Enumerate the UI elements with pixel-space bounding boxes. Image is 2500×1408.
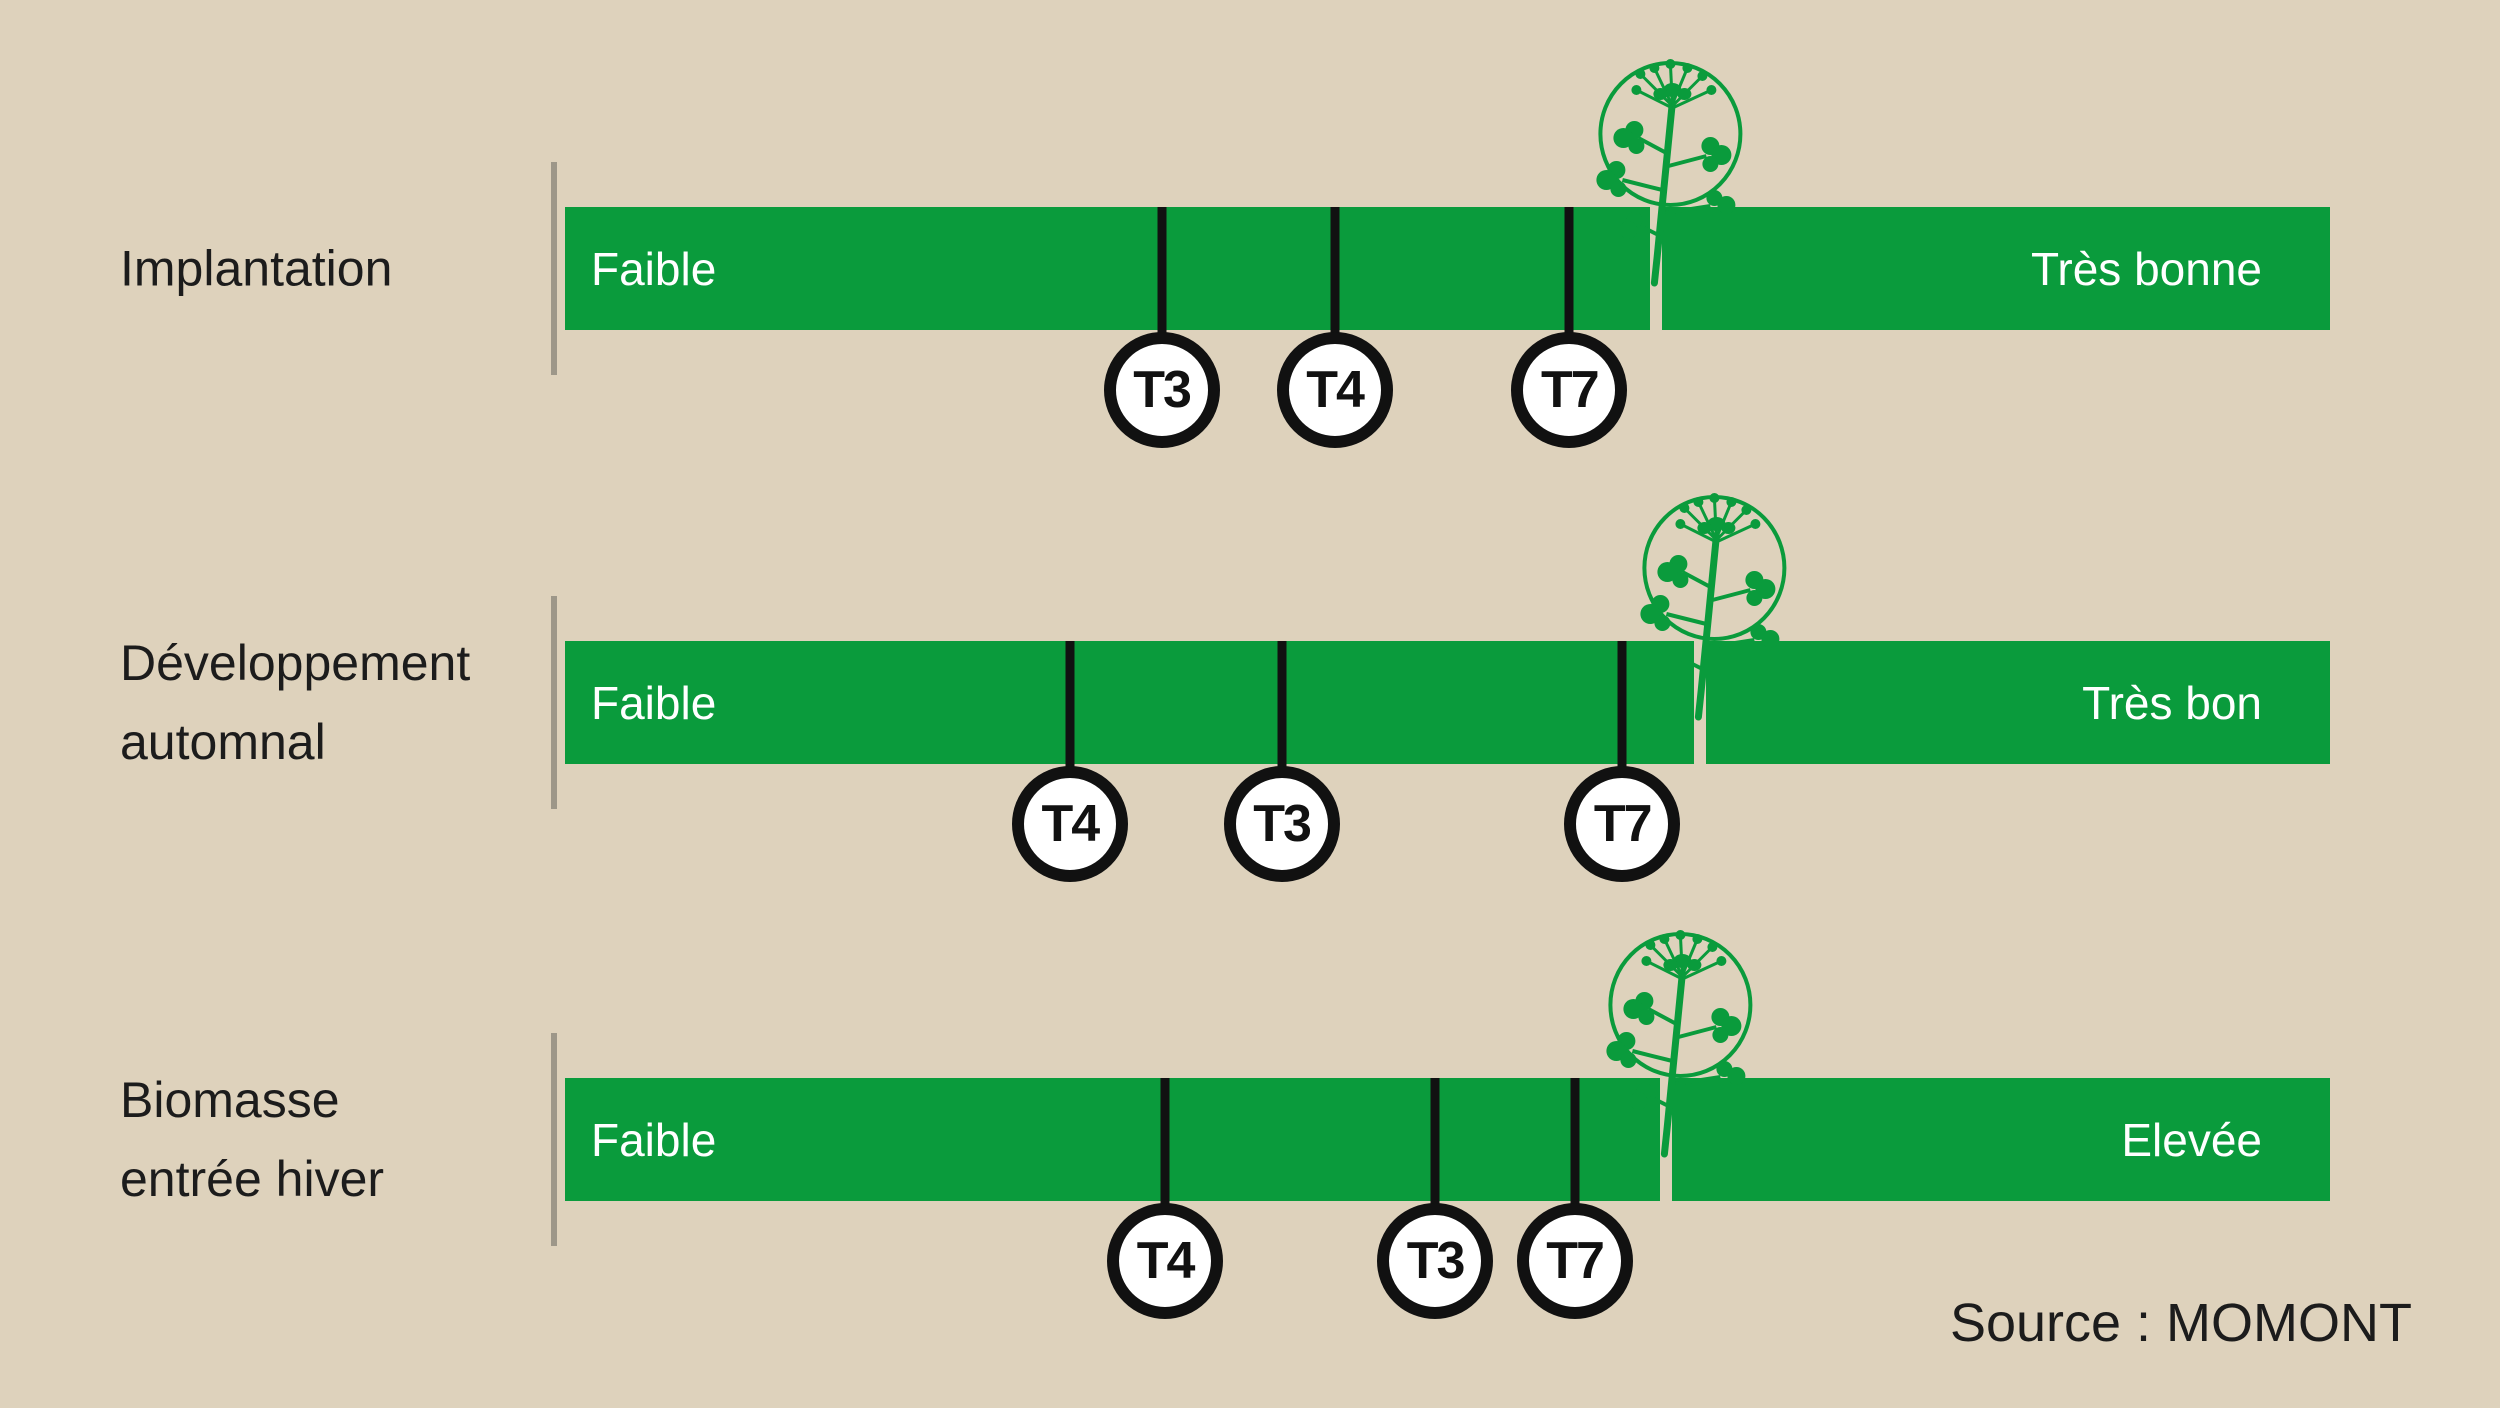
treatment-tick xyxy=(1564,207,1574,337)
scale-bar: Faible Très bon xyxy=(565,493,2330,882)
treatment-marker-t4: T4 xyxy=(1107,1203,1224,1319)
rapeseed-plant-icon xyxy=(1640,493,1787,721)
treatment-marker-t3: T3 xyxy=(1103,332,1220,448)
rapeseed-plant-icon xyxy=(1606,930,1753,1158)
treatment-tick xyxy=(1430,1078,1440,1208)
source-caption: Source : MOMONT xyxy=(1949,1293,2412,1353)
scale-row: Implantation Faible Très bonne xyxy=(0,59,2500,448)
row-category-label: Développement automnal xyxy=(120,624,470,782)
scale-min-label: Faible xyxy=(591,1113,717,1166)
treatment-tick xyxy=(1570,1078,1580,1208)
treatment-tick xyxy=(1330,207,1340,337)
axis-line xyxy=(551,1033,557,1246)
category-line: Développement xyxy=(120,634,471,691)
row-category-label: Implantation xyxy=(120,229,392,308)
scale-bar: Faible Elevée xyxy=(565,930,2330,1319)
category-line: entrée hiver xyxy=(120,1150,385,1207)
treatment-marker-t7: T7 xyxy=(1511,332,1628,448)
treatment-tick xyxy=(1160,1078,1170,1208)
treatment-tick xyxy=(1065,641,1075,771)
optimum-marker-line xyxy=(1693,641,1706,764)
treatment-marker-t3: T3 xyxy=(1223,766,1340,882)
axis-line xyxy=(551,596,557,809)
axis-line xyxy=(551,162,557,375)
treatment-tick xyxy=(1157,207,1167,337)
scale-max-label: Très bon xyxy=(2082,676,2262,729)
scale-min-label: Faible xyxy=(591,676,717,729)
scale-max-label: Très bonne xyxy=(2031,242,2262,295)
treatment-tick xyxy=(1617,641,1627,771)
treatment-marker-t3: T3 xyxy=(1377,1203,1494,1319)
scale-min-label: Faible xyxy=(591,242,717,295)
category-line: automnal xyxy=(120,713,326,770)
treatment-marker-t7: T7 xyxy=(1516,1203,1633,1319)
scale-bar: Faible Très bonne xyxy=(565,59,2330,448)
row-category-label: Biomasse entrée hiver xyxy=(120,1061,384,1219)
category-line: Implantation xyxy=(120,240,393,296)
scale-row: Développement automnal Faible Très bon xyxy=(0,493,2500,882)
category-line: Biomasse xyxy=(120,1071,340,1128)
treatment-marker-t4: T4 xyxy=(1011,766,1128,882)
treatment-tick xyxy=(1277,641,1287,771)
optimum-marker-line xyxy=(1649,207,1662,330)
scale-max-label: Elevée xyxy=(2121,1113,2262,1166)
scale-row: Biomasse entrée hiver Faible Elevée xyxy=(0,930,2500,1319)
rapeseed-plant-icon xyxy=(1596,59,1743,287)
treatment-marker-t4: T4 xyxy=(1276,332,1393,448)
optimum-marker-line xyxy=(1660,1078,1673,1201)
treatment-marker-t7: T7 xyxy=(1564,766,1681,882)
